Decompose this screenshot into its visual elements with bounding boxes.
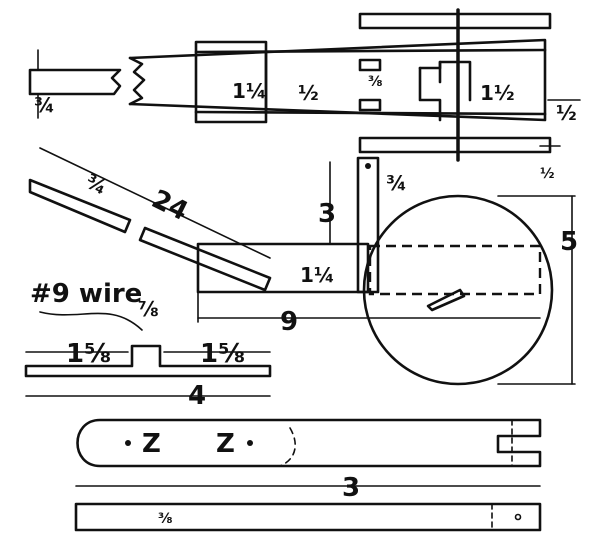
wire-note: #9 wire: [30, 279, 142, 309]
deck-length-label: 9: [280, 307, 298, 337]
slot-dimension: ⅜: [368, 74, 383, 90]
wire-inset-label: ⅞: [138, 297, 159, 321]
wire-right-label: 1⅝: [200, 339, 245, 369]
arm-width-label: ¾: [82, 169, 111, 200]
paddle-letter-2: Z: [216, 429, 235, 459]
wire-left-label: 1⅝: [66, 339, 111, 369]
rail-right-label: ½: [556, 101, 577, 125]
frame-width-label: 1¼: [232, 79, 267, 103]
paddle-length-label: 3: [342, 473, 360, 503]
paddle-letter-1: Z: [142, 429, 161, 459]
wheel: 5: [362, 194, 578, 386]
wheel-diameter-label: 5: [560, 227, 578, 257]
bend-width-label: 1½: [480, 81, 515, 105]
left-stub: ¾: [28, 49, 122, 119]
wire-length-label: 4: [188, 381, 206, 411]
rail-bottom-label: ½: [540, 166, 555, 182]
bottom-bar: ⅜: [74, 502, 542, 532]
top-rail-lower: [358, 136, 552, 154]
deck-height-label: 1¼: [300, 263, 335, 287]
stub-dimension: ¾: [34, 93, 55, 117]
frame-body: ⅜ 1¼ ½ 1½ ½ ½: [128, 38, 581, 182]
post: 3 ¾: [318, 156, 407, 294]
post-height-label: 3: [318, 199, 336, 229]
arm-length-label: 24: [147, 184, 193, 227]
paddle: Z Z 3: [75, 418, 542, 503]
frame-half-label: ½: [298, 81, 319, 105]
top-rail-upper: [358, 12, 552, 30]
post-width-label: ¾: [386, 171, 407, 195]
bar-thickness-label: ⅜: [158, 511, 173, 527]
angled-arm: 24 ¾: [28, 147, 272, 292]
wire-detail: #9 wire ⅞ 1⅝ 1⅝ 4: [24, 279, 272, 411]
